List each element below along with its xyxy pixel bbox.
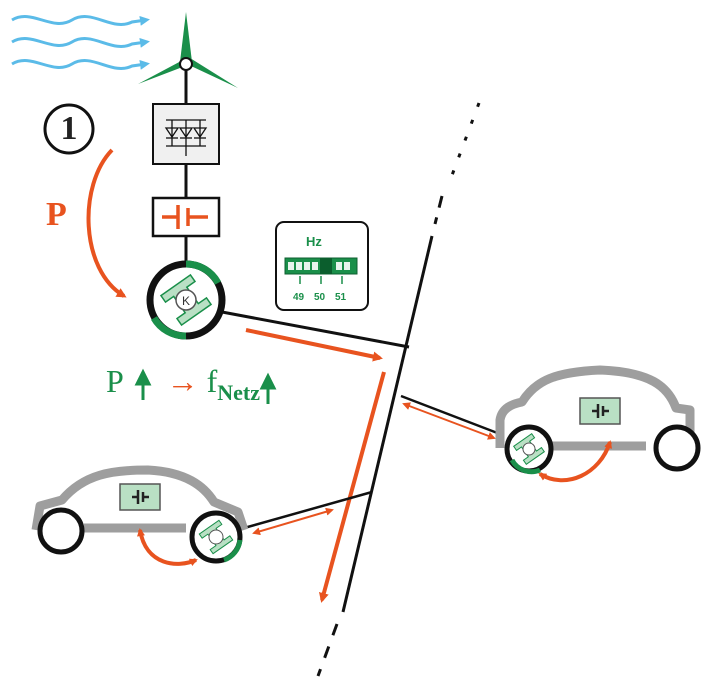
car-right [400, 365, 701, 483]
step-marker: 1 [60, 110, 78, 147]
generator-icon: K [146, 260, 226, 340]
frequency-tick: 50 [314, 292, 326, 303]
grid-power-arrow [319, 371, 386, 603]
frequency-meter [275, 221, 369, 311]
generator-grid-connection [221, 310, 410, 349]
wind-turbine-icon [138, 12, 238, 104]
relation-left: P [106, 363, 123, 399]
feed-in-arrow [245, 328, 383, 362]
frequency-tick: 49 [293, 292, 305, 303]
relation-formula: P → fNetz [106, 363, 260, 406]
relation-arrow: → [166, 363, 199, 399]
power-flow-arrow [86, 148, 127, 298]
car-left [31, 465, 373, 567]
power-label: P [46, 196, 67, 233]
svg-text:K: K [182, 294, 190, 308]
battery-storage-icon [151, 196, 221, 262]
rectifier-icon [152, 103, 220, 198]
step-marker-circle [43, 103, 95, 155]
freq-subscript: Netz [217, 380, 261, 405]
wind-icon [11, 15, 150, 70]
frequency-tick: 51 [335, 292, 347, 303]
freq-symbol: f [206, 363, 218, 399]
increase-arrows [134, 368, 277, 404]
grid-line [316, 102, 481, 677]
frequency-unit: Hz [306, 234, 322, 249]
